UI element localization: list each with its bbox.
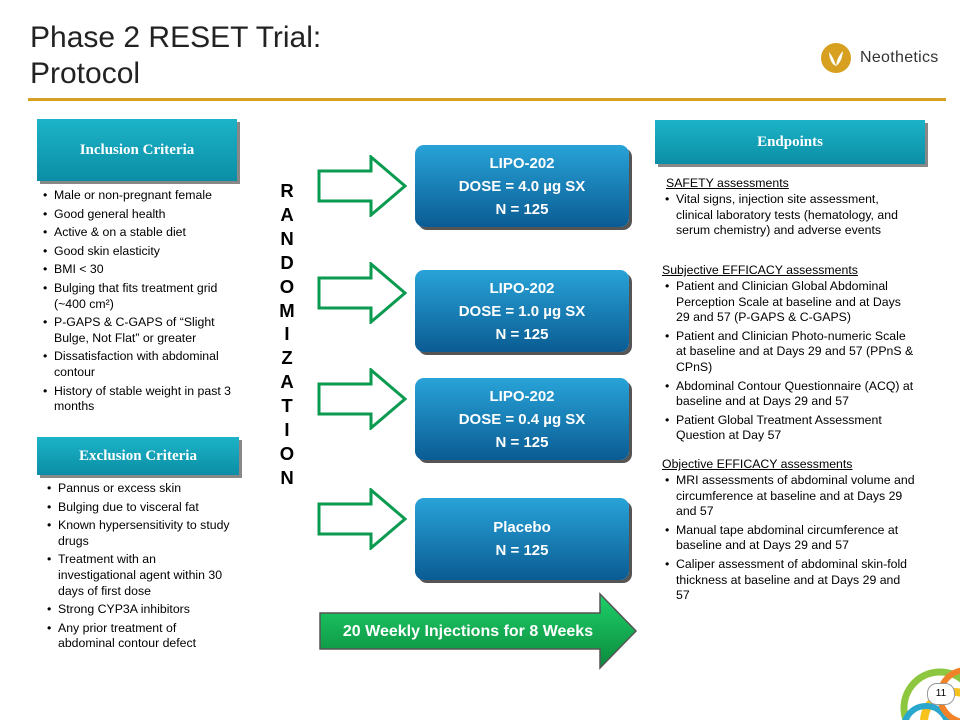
list-item: Caliper assessment of abdominal skin-fol… [662,557,916,604]
inclusion-criteria-header: Inclusion Criteria [37,119,237,181]
exclusion-criteria-list: Pannus or excess skin Bulging due to vis… [44,481,234,655]
randomization-letter: A [280,371,294,393]
arm-name: LIPO-202 [489,154,555,172]
list-item: Pannus or excess skin [44,481,234,497]
objective-list: MRI assessments of abdominal volume and … [662,473,916,607]
randomization-letter: O [279,275,295,297]
randomization-letter: I [284,323,290,345]
list-item: Male or non-pregnant female [40,188,240,204]
arm-dose: DOSE = 4.0 µg SX [458,177,586,195]
list-item: Manual tape abdominal circumference at b… [662,523,916,554]
arm-arrow-4 [317,488,409,550]
list-item: Bulging that fits treatment grid (~400 c… [40,281,240,312]
arm-dose: DOSE = 0.4 µg SX [458,410,586,428]
arm-n: N = 125 [495,433,549,451]
arm-box-lipo-0-4: LIPO-202 DOSE = 0.4 µg SX N = 125 [415,378,629,460]
arm-arrow-3 [317,368,409,430]
exclusion-criteria-header: Exclusion Criteria [37,437,239,475]
page-title: Phase 2 RESET Trial: Protocol [30,20,321,92]
list-item: Treatment with an investigational agent … [44,552,234,599]
randomization-letter: I [284,419,290,441]
list-item: Bulging due to visceral fat [44,500,234,516]
duration-label: 20 Weekly Injections for 8 Weeks [342,623,594,640]
endpoints-header-label: Endpoints [757,133,823,150]
list-item: Good general health [40,207,240,223]
arm-box-lipo-4-0: LIPO-202 DOSE = 4.0 µg SX N = 125 [415,145,629,227]
list-item: Abdominal Contour Questionnaire (ACQ) at… [662,379,916,410]
arm-n: N = 125 [495,542,549,559]
randomization-label: R A N D O M I Z A T I O N [276,179,298,490]
randomization-letter: D [280,251,294,273]
randomization-letter: Z [281,347,293,369]
randomization-letter: N [280,227,294,249]
brand-logo: Neothetics [820,42,939,74]
list-item: Known hypersensitivity to study drugs [44,518,234,549]
safety-list: Vital signs, injection site assessment, … [662,192,914,242]
list-item: Any prior treatment of abdominal contour… [44,621,234,652]
randomization-letter: A [280,203,294,225]
arm-box-placebo: Placebo N = 125 [415,498,629,580]
arm-box-lipo-1-0: LIPO-202 DOSE = 1.0 µg SX N = 125 [415,270,629,352]
list-item: Dissatisfaction with abdominal contour [40,349,240,380]
arm-name: Placebo [493,519,551,536]
list-item: Active & on a stable diet [40,225,240,241]
objective-heading: Objective EFFICACY assessments [662,457,853,471]
leaf-logo-icon [821,43,851,73]
randomization-letter: M [279,299,295,321]
title-line-2: Protocol [30,57,141,90]
arm-n: N = 125 [495,200,549,218]
randomization-letter: R [280,180,294,201]
arm-dose: DOSE = 1.0 µg SX [458,302,586,320]
arm-arrow-1 [317,155,409,217]
randomization-letter: N [280,466,294,488]
list-item: Patient and Clinician Photo-numeric Scal… [662,329,916,376]
page-number: 11 [927,683,955,705]
brand-name: Neothetics [860,49,939,66]
exclusion-header-label: Exclusion Criteria [79,447,197,464]
list-item: History of stable weight in past 3 month… [40,384,240,415]
arm-n: N = 125 [495,325,549,343]
list-item: Vital signs, injection site assessment, … [662,192,914,239]
arm-name: LIPO-202 [489,387,555,405]
arm-arrow-2 [317,262,409,324]
list-item: P-GAPS & C-GAPS of “Slight Bulge, Not Fl… [40,315,240,346]
inclusion-header-label: Inclusion Criteria [79,141,195,158]
list-item: Strong CYP3A inhibitors [44,602,234,618]
title-divider [28,98,946,101]
list-item: Patient and Clinician Global Abdominal P… [662,279,916,326]
randomization-letter: O [279,442,295,464]
safety-heading: SAFETY assessments [666,176,789,190]
arm-name: LIPO-202 [489,279,555,297]
title-line-1: Phase 2 RESET Trial: [30,21,322,54]
inclusion-criteria-list: Male or non-pregnant female Good general… [40,188,240,418]
randomization-letter: T [281,395,293,417]
endpoints-header: Endpoints [655,120,925,164]
duration-arrow [318,592,640,670]
list-item: Good skin elasticity [40,244,240,260]
list-item: MRI assessments of abdominal volume and … [662,473,916,520]
subjective-heading: Subjective EFFICACY assessments [662,263,858,277]
list-item: BMI < 30 [40,262,240,278]
subjective-list: Patient and Clinician Global Abdominal P… [662,279,916,447]
list-item: Patient Global Treatment Assessment Ques… [662,413,916,444]
